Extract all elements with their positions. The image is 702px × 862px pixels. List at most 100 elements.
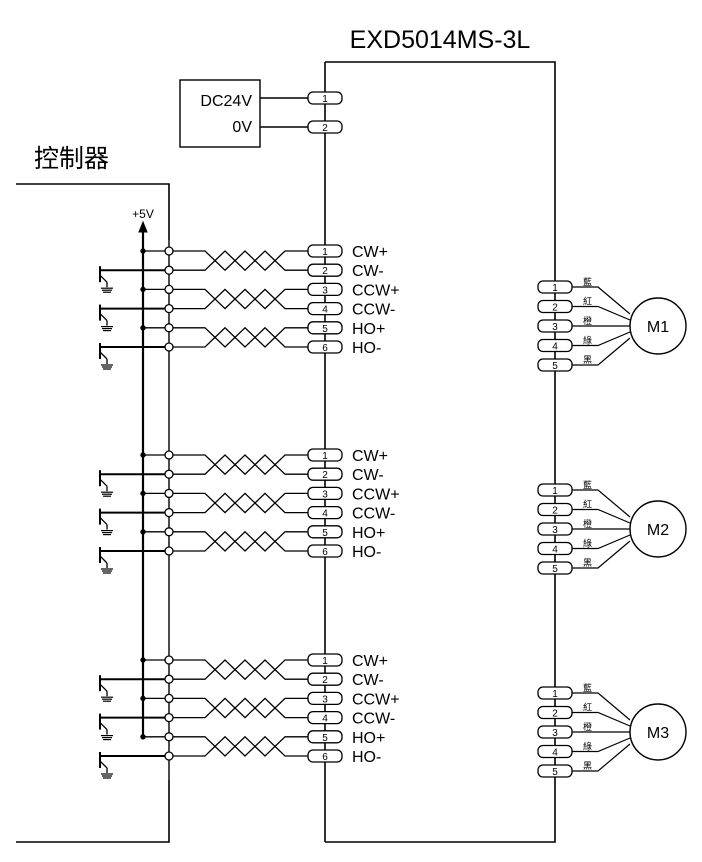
motor-pin-2: 2	[537, 502, 573, 517]
twisted-pair-wire	[169, 454, 308, 476]
pin-number: 4	[322, 714, 328, 725]
svg-text:2: 2	[322, 123, 328, 134]
controller-border-top	[16, 183, 170, 240]
twisted-pair-wire	[169, 288, 308, 310]
twisted-pair-wire	[169, 492, 308, 514]
signal-label: CW-	[352, 467, 384, 484]
driver-pin-3: 3	[307, 486, 343, 500]
motor-pin-5: 5	[537, 561, 573, 575]
motor-pin-5: 5	[537, 764, 573, 778]
wire-color-label: 橙	[583, 721, 592, 733]
pin-number: 1	[322, 247, 328, 258]
pin-number: 4	[552, 545, 558, 556]
driver-pin-5: 5	[307, 321, 343, 335]
supply-label: +5V	[132, 207, 154, 221]
wire-color-label: 黑	[583, 761, 592, 772]
twisted-pair-wire	[169, 250, 308, 272]
terminal-icon	[164, 303, 174, 314]
pin-number: 3	[322, 694, 328, 705]
controller-border-bottom	[16, 780, 170, 843]
terminal-icon	[164, 693, 174, 704]
terminal-icon	[164, 323, 174, 333]
wire-color-label: 橙	[583, 315, 592, 327]
signal-label: CCW+	[352, 282, 400, 299]
motor-pin-1: 1	[537, 280, 573, 294]
motor-lead-wire	[572, 737, 631, 753]
pin-number: 1	[552, 486, 558, 497]
driver-pin-5: 5	[307, 730, 343, 744]
pin-number: 3	[322, 285, 328, 296]
terminal-icon	[164, 751, 174, 761]
wire-color-label: 藍	[583, 479, 592, 491]
pin-number: 4	[322, 509, 328, 520]
terminal-icon	[164, 450, 174, 460]
twisted-pair-wire	[169, 659, 308, 681]
driver-pin-6: 6	[307, 544, 343, 558]
junction-dot	[140, 657, 146, 663]
emitter-wire	[99, 274, 108, 283]
pin-number: 2	[552, 506, 558, 517]
driver-pin-2: 2	[307, 467, 343, 481]
motor-label: M2	[647, 522, 669, 539]
terminal-icon	[164, 246, 174, 256]
junction-dot	[140, 529, 146, 535]
pin-number: 3	[552, 525, 558, 536]
junction-dot	[140, 452, 146, 458]
wire-color-label: 紅	[583, 500, 592, 511]
wire-color-label: 黑	[583, 355, 592, 366]
terminal-icon	[164, 546, 174, 556]
signal-label: CW-	[352, 672, 384, 689]
twisted-pair-wire	[169, 530, 308, 552]
motor-pin-3: 3	[537, 319, 573, 333]
twisted-pair-wire	[169, 326, 308, 348]
power-supply-box	[179, 79, 261, 148]
pin-number: 6	[322, 343, 328, 354]
motor-lead-wire	[572, 743, 631, 772]
motor-label: M1	[647, 319, 669, 336]
controller-title: 控制器	[34, 144, 109, 173]
twisted-pair-wire	[169, 735, 308, 757]
pin-number: 1	[552, 689, 558, 700]
motor-lead-wire	[572, 692, 631, 721]
motor-pin-5: 5	[537, 358, 573, 372]
wire-color-label: 綠	[583, 538, 592, 550]
signal-label: CCW+	[352, 486, 400, 503]
pin-number: 2	[322, 266, 328, 277]
signal-label: CCW-	[352, 506, 395, 523]
pin-number: 1	[322, 451, 328, 462]
signal-label: HO-	[352, 544, 381, 561]
terminal-icon	[164, 488, 174, 499]
svg-text:1: 1	[322, 94, 328, 105]
twisted-pair-wire	[169, 492, 308, 514]
junction-dot	[140, 734, 146, 740]
power-label-0v: 0V	[232, 119, 252, 136]
driver-pin-1: 1	[307, 653, 343, 667]
pin-number: 6	[322, 752, 328, 763]
pin-number: 1	[322, 656, 328, 667]
motor-label: M3	[647, 725, 669, 742]
motor-lead-wire	[572, 489, 631, 518]
pin-number: 3	[552, 322, 558, 333]
terminal-icon	[164, 284, 174, 295]
wire-color-label: 藍	[583, 276, 592, 288]
wire-color-label: 藍	[583, 682, 592, 694]
junction-dot	[140, 325, 146, 331]
driver-pin-1: 1	[307, 448, 343, 462]
pin-number: 4	[552, 342, 558, 353]
emitter-wire	[99, 683, 108, 692]
pin-number: 2	[322, 675, 328, 686]
emitter-wire	[99, 478, 108, 487]
pin-number: 3	[322, 489, 328, 500]
emitter-wire	[99, 555, 108, 564]
junction-dot	[140, 695, 146, 702]
twisted-pair-wire	[169, 697, 308, 719]
emitter-wire	[99, 313, 108, 322]
wire-color-label: 綠	[583, 741, 592, 753]
motor-lead-wire	[572, 508, 631, 524]
terminal-icon	[164, 507, 174, 518]
driver-pin-4: 4	[307, 301, 343, 316]
motor-pin-2: 2	[537, 705, 573, 720]
wire-color-label: 紅	[583, 297, 592, 308]
